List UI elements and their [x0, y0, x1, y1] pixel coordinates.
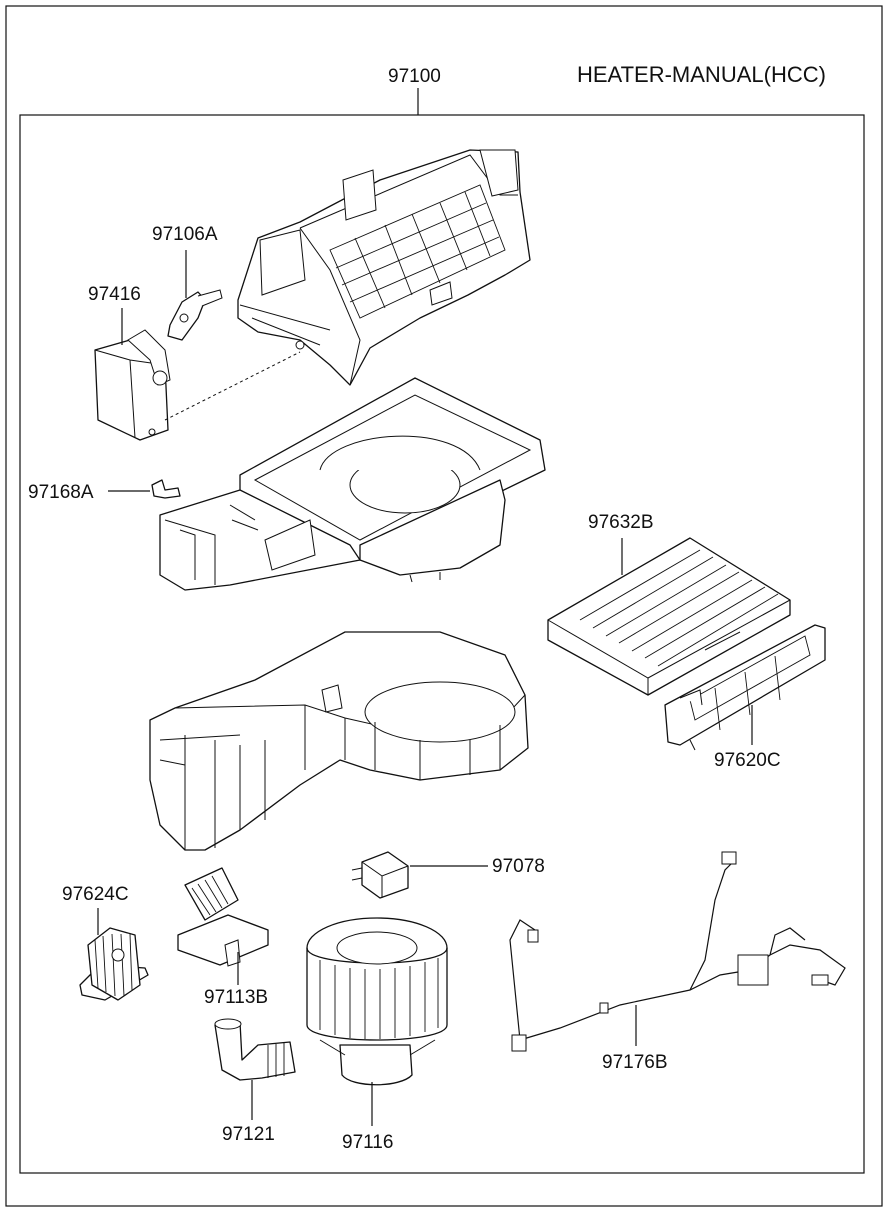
assembly-label: 97100 [388, 66, 441, 87]
label-97632b: 97632B [588, 512, 654, 533]
label-97168a: 97168A [28, 482, 94, 503]
diagram-title: HEATER-MANUAL(HCC) [577, 62, 826, 87]
heatsink-part-97624c [79, 927, 149, 1001]
label-97624c: 97624C [62, 884, 129, 905]
harness-part-97176b [509, 851, 846, 1052]
cover-part-97620c [664, 624, 826, 751]
filter-part-97632b [547, 537, 791, 696]
assembly-box [19, 114, 865, 1174]
outer-frame [5, 5, 883, 1207]
lower-case-part [149, 631, 529, 851]
duct-part-97121 [214, 1018, 296, 1081]
relay-part-97078 [351, 851, 409, 899]
label-97620c: 97620C [714, 750, 781, 771]
label-97176b: 97176B [602, 1052, 668, 1073]
actuator-part-97416 [94, 329, 171, 441]
label-97078: 97078 [492, 856, 545, 877]
sensor-part-97106a [167, 289, 223, 341]
label-97106a: 97106A [152, 224, 218, 245]
clip-part-97168a [151, 479, 181, 499]
label-97121: 97121 [222, 1124, 275, 1145]
resistor-part-97113b [177, 867, 269, 967]
label-97416: 97416 [88, 284, 141, 305]
middle-case-part [159, 377, 546, 591]
blower-part-97116 [306, 917, 448, 1086]
actuator-dashed-link [164, 351, 301, 421]
upper-case-part [237, 149, 531, 386]
label-97116: 97116 [342, 1132, 393, 1153]
label-97113b: 97113B [204, 987, 268, 1008]
